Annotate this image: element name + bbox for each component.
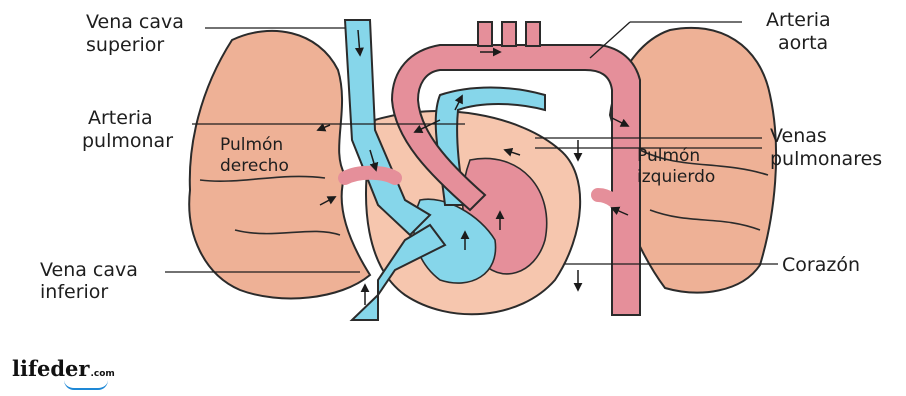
label-venas-pulmonares-line2: pulmonares — [770, 148, 882, 170]
label-pulmon-izquierdo-line2: izquierdo — [637, 167, 715, 187]
label-arteria-pulmonar: Arteria — [88, 107, 153, 129]
label-vena-cava-inferior: Vena cava — [40, 259, 138, 281]
label-arteria-aorta-line2: aorta — [778, 32, 828, 54]
label-arteria-pulmonar-line2: pulmonar — [82, 130, 173, 152]
label-pulmon-derecho-line2: derecho — [220, 156, 289, 176]
logo-suffix: .com — [90, 369, 114, 379]
label-pulmon-izquierdo: Pulmón — [637, 146, 700, 166]
label-venas-pulmonares: Venas — [770, 125, 827, 147]
label-corazon: Corazón — [782, 254, 860, 276]
label-vena-cava-inferior-line2: inferior — [40, 281, 108, 303]
label-pulmon-derecho: Pulmón — [220, 135, 283, 155]
logo-brand: lifeder — [12, 356, 89, 381]
label-vena-cava-superior: Vena cava — [86, 11, 184, 33]
label-arteria-aorta: Arteria — [766, 9, 831, 31]
label-vena-cava-superior-line2: superior — [86, 34, 164, 56]
lifeder-logo: lifeder.com — [12, 356, 115, 381]
logo-swoosh-icon — [64, 380, 108, 390]
